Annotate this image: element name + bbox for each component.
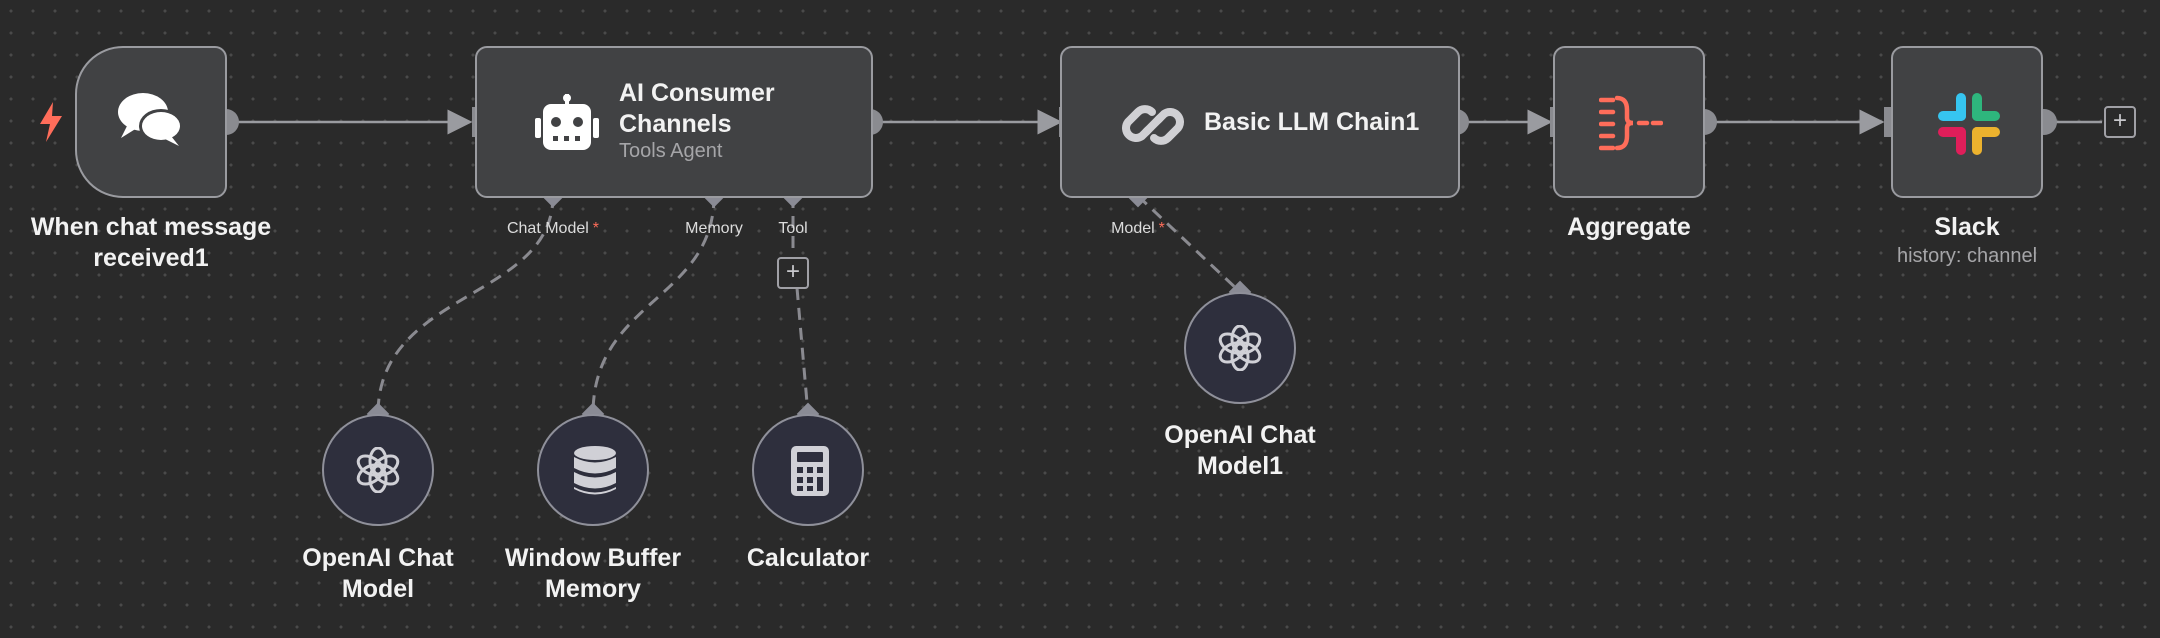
slack-subtitle: history: channel [1896,245,2038,267]
openai-chat-model1-line2: Model1 [1196,452,1284,480]
input-port[interactable] [1884,107,1893,137]
aggregate-node[interactable] [1553,46,1705,198]
lightning-icon [40,102,62,142]
calculator-label: Calculator [746,544,870,572]
aggregate-icon [1599,95,1663,151]
aggregate-label: Aggregate [1567,213,1691,241]
agent-title-line2: Channels [619,110,732,138]
add-tool-button[interactable]: + [777,257,809,289]
trigger-node-label: When chat message received1 [31,212,271,274]
connection-memory[interactable] [591,195,716,415]
openai-chat-model1-node[interactable] [1184,292,1296,404]
trigger-node[interactable] [75,46,227,198]
openai-chat-model1-line1: OpenAI Chat [1164,421,1316,449]
model-label-text: Model [1111,220,1155,237]
openai-chat-model-line1: OpenAI Chat [302,544,454,572]
chat-model-label-text: Chat Model [506,220,589,237]
link-icon [1122,105,1184,145]
window-buffer-memory-node[interactable] [537,414,649,526]
openai-chat-model-label: OpenAI Chat Model [302,543,453,605]
chat-bubbles-icon [118,93,183,146]
connection-tool[interactable] [795,287,810,415]
basic-llm-chain-node[interactable]: Basic LLM Chain1 [1060,46,1460,198]
connection-model[interactable] [1136,194,1242,294]
slack-label: Slack [1934,213,2000,241]
calculator-icon [791,446,829,496]
openai-icon [356,447,400,493]
trigger-title-line2: received1 [93,244,209,272]
database-icon [574,446,616,495]
agent-title-line1: AI Consumer [619,79,775,107]
memory-port-label: Memory [685,220,743,237]
required-mark: * [1158,220,1165,237]
openai-chat-model-node[interactable] [322,414,434,526]
model-port-label: Model* [1111,220,1165,238]
ai-agent-node[interactable]: AI Consumer Channels Tools Agent [475,46,873,198]
robot-icon [535,94,599,150]
slack-icon [1938,93,2000,155]
agent-title: AI Consumer Channels [619,78,775,140]
trigger-title-line1: When chat message [30,213,272,241]
agent-subtitle: Tools Agent [619,140,723,162]
memory-title-line2: Memory [545,575,641,603]
openai-chat-model1-label: OpenAI Chat Model1 [1164,420,1315,482]
openai-icon [1218,325,1262,371]
connection-chat-model[interactable] [376,195,555,415]
memory-title-line1: Window Buffer [504,544,682,572]
add-node-button[interactable]: + [2104,106,2136,138]
slack-node[interactable] [1891,46,2043,198]
window-buffer-memory-label: Window Buffer Memory [505,543,681,605]
openai-chat-model-line2: Model [341,575,415,603]
chat-model-port-label: Chat Model* [507,220,599,238]
required-mark: * [592,220,600,237]
calculator-node[interactable] [752,414,864,526]
tool-port-label: Tool [778,220,808,237]
chain-title: Basic LLM Chain1 [1204,108,1420,136]
